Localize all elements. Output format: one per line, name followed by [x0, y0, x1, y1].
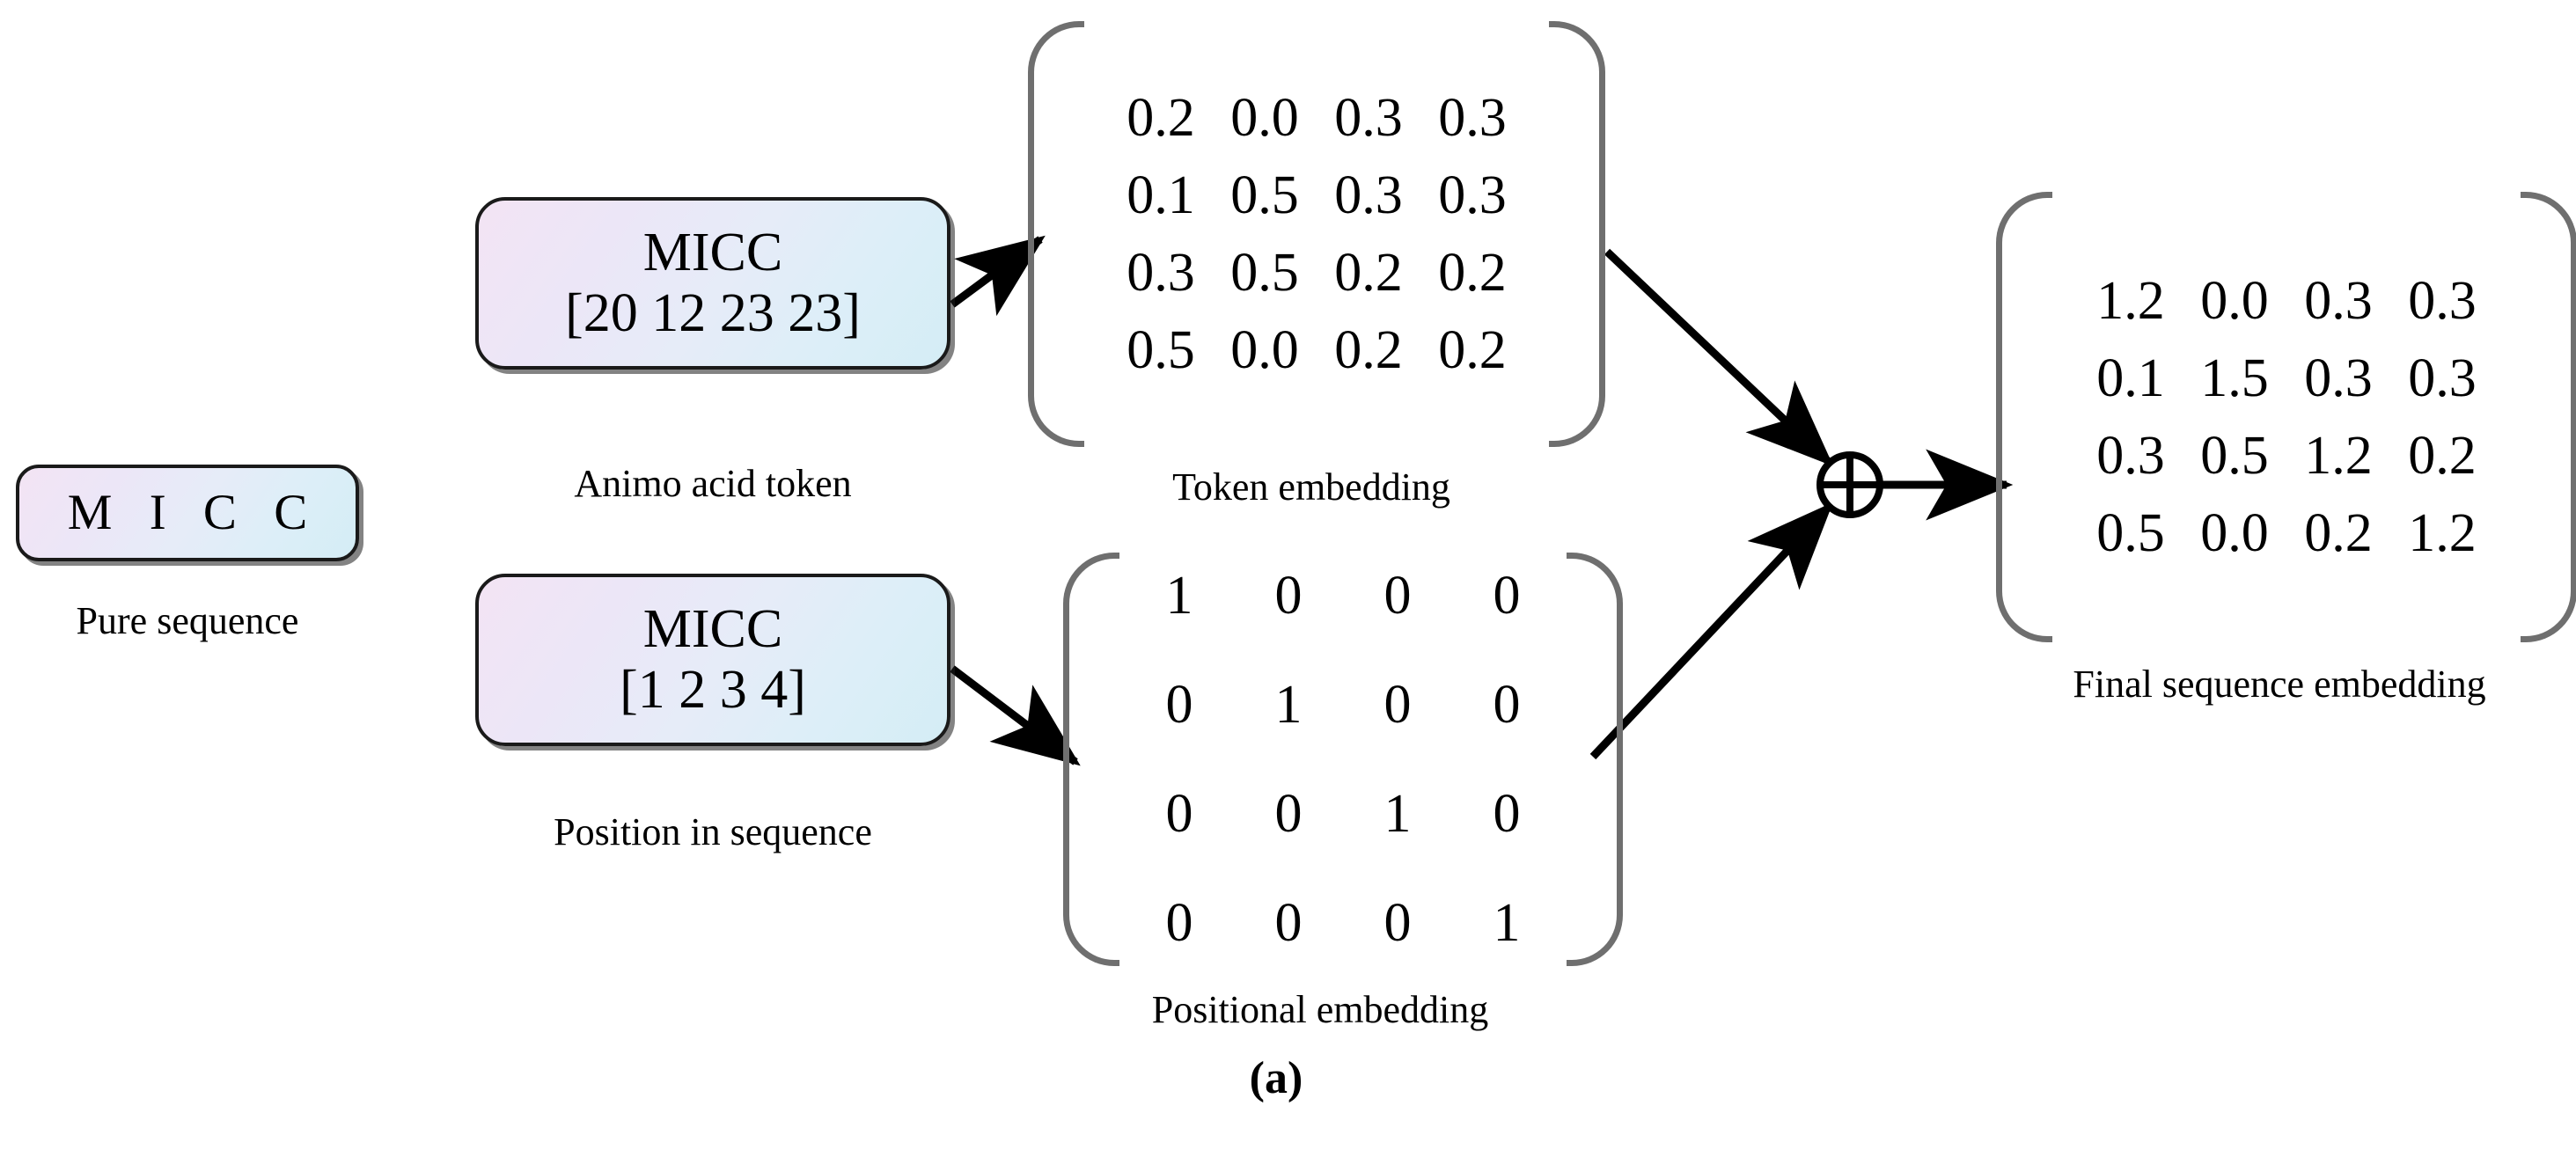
arrow-embedding-to-sum — [1604, 248, 1834, 466]
matrix-cell: 0.3 — [1127, 243, 1195, 303]
arrow-token-to-embedding — [950, 235, 1046, 317]
matrix-cell: 0 — [1383, 566, 1412, 626]
position-in-sequence-box[interactable]: MICC [1 2 3 4] — [475, 574, 950, 746]
arrow-position-to-posembedding — [950, 665, 1081, 766]
matrix-cell: 0.2 — [1438, 320, 1507, 381]
matrix-cell: 1 — [1165, 566, 1193, 626]
matrix-cell: 0.2 — [2408, 426, 2477, 486]
matrix-cell: 0 — [1493, 784, 1521, 844]
matrix-cell: 0.3 — [2408, 348, 2477, 408]
positional-embedding-cells: 1 0 0 0 0 1 0 0 0 0 1 0 0 0 0 1 — [1119, 553, 1567, 966]
matrix-row: 0.5 0.0 0.2 0.2 — [1090, 311, 1544, 389]
matrix-cell: 0.2 — [2304, 503, 2373, 564]
matrix-row: 0.3 0.5 1.2 0.2 — [2058, 417, 2515, 494]
matrix-row: 0.1 0.5 0.3 0.3 — [1090, 157, 1544, 234]
amino-acid-token-line2: [20 12 23 23] — [565, 283, 861, 343]
bracket-left-icon — [1028, 21, 1084, 447]
pure-sequence-box[interactable]: M I C C — [16, 465, 359, 561]
matrix-cell: 0 — [1165, 893, 1193, 953]
matrix-cell: 0.2 — [1127, 87, 1195, 148]
matrix-cell: 0.3 — [1334, 165, 1403, 225]
matrix-cell: 0 — [1383, 675, 1412, 735]
matrix-cell: 0.5 — [1127, 320, 1195, 381]
matrix-cell: 0.3 — [1438, 87, 1507, 148]
matrix-cell: 0.2 — [1334, 243, 1403, 303]
matrix-cell: 1.2 — [2096, 270, 2165, 331]
matrix-cell: 0 — [1274, 893, 1303, 953]
matrix-cell: 0 — [1274, 784, 1303, 844]
bracket-left-icon — [1063, 553, 1119, 966]
pure-sequence-text: M I C C — [67, 485, 320, 541]
matrix-cell: 1 — [1274, 675, 1303, 735]
position-in-sequence-caption: Position in sequence — [554, 810, 872, 853]
matrix-cell: 0 — [1493, 566, 1521, 626]
matrix-cell: 0.3 — [1334, 87, 1403, 148]
matrix-cell: 1.2 — [2408, 503, 2477, 564]
matrix-row: 0.3 0.5 0.2 0.2 — [1090, 234, 1544, 311]
matrix-row: 0 0 0 1 — [1125, 868, 1561, 978]
matrix-cell: 0.5 — [2096, 503, 2165, 564]
matrix-cell: 1.2 — [2304, 426, 2373, 486]
matrix-cell: 0.5 — [1230, 165, 1299, 225]
matrix-cell: 0.5 — [2200, 426, 2269, 486]
matrix-row: 0.5 0.0 0.2 1.2 — [2058, 494, 2515, 572]
position-in-sequence-line2: [1 2 3 4] — [620, 660, 806, 720]
matrix-cell: 0.3 — [2304, 270, 2373, 331]
matrix-row: 1.2 0.0 0.3 0.3 — [2058, 262, 2515, 340]
amino-acid-token-line1: MICC — [642, 222, 783, 282]
arrow-posembedding-to-sum — [1589, 502, 1833, 760]
matrix-cell: 0.3 — [1438, 165, 1507, 225]
matrix-cell: 0.0 — [1230, 87, 1299, 148]
figure-label: (a) — [1249, 1053, 1303, 1103]
matrix-row: 0 1 0 0 — [1125, 650, 1561, 759]
bracket-right-icon — [2521, 192, 2576, 642]
matrix-cell: 1 — [1383, 784, 1412, 844]
bracket-left-icon — [1996, 192, 2052, 642]
matrix-cell: 0.3 — [2304, 348, 2373, 408]
amino-acid-token-caption: Animo acid token — [574, 462, 852, 505]
matrix-row: 1 0 0 0 — [1125, 541, 1561, 650]
pure-sequence-caption: Pure sequence — [76, 599, 299, 642]
matrix-cell: 0.5 — [1230, 243, 1299, 303]
circled-plus-icon — [1816, 451, 1883, 518]
matrix-row: 0.1 1.5 0.3 0.3 — [2058, 340, 2515, 417]
matrix-cell: 0.0 — [1230, 320, 1299, 381]
matrix-cell: 0 — [1165, 784, 1193, 844]
positional-embedding-matrix: 1 0 0 0 0 1 0 0 0 0 1 0 0 0 0 1 — [1063, 553, 1623, 966]
bracket-right-icon — [1549, 21, 1605, 447]
matrix-cell: 0.0 — [2200, 503, 2269, 564]
matrix-cell: 0.3 — [2096, 426, 2165, 486]
matrix-cell: 0.3 — [2408, 270, 2477, 331]
matrix-cell: 0.2 — [1438, 243, 1507, 303]
matrix-cell: 1.5 — [2200, 348, 2269, 408]
matrix-cell: 0.1 — [2096, 348, 2165, 408]
matrix-row: 0.2 0.0 0.3 0.3 — [1090, 79, 1544, 157]
matrix-cell: 0 — [1274, 566, 1303, 626]
matrix-cell: 0 — [1165, 675, 1193, 735]
token-embedding-caption: Token embedding — [1172, 465, 1450, 509]
position-in-sequence-line1: MICC — [642, 598, 783, 659]
matrix-cell: 1 — [1493, 893, 1521, 953]
matrix-row: 0 0 1 0 — [1125, 759, 1561, 868]
positional-embedding-caption: Positional embedding — [1151, 988, 1489, 1031]
matrix-cell: 0.0 — [2200, 270, 2269, 331]
matrix-cell: 0 — [1383, 893, 1412, 953]
bracket-right-icon — [1567, 553, 1623, 966]
matrix-cell: 0 — [1493, 675, 1521, 735]
matrix-cell: 0.1 — [1127, 165, 1195, 225]
final-sequence-embedding-caption: Final sequence embedding — [2073, 663, 2486, 706]
matrix-cell: 0.2 — [1334, 320, 1403, 381]
amino-acid-token-box[interactable]: MICC [20 12 23 23] — [475, 197, 950, 370]
